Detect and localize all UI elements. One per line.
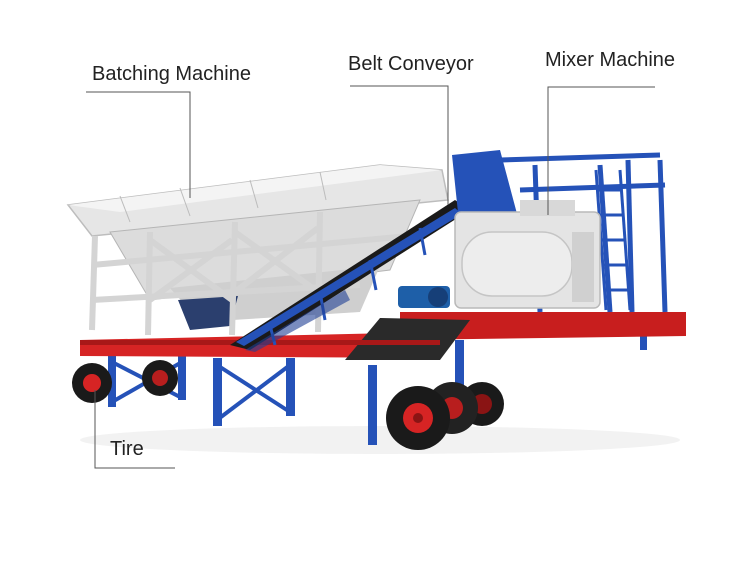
callout-leader-lines	[86, 85, 655, 469]
belt-conveyor	[230, 200, 470, 352]
leg-bracing	[111, 360, 292, 422]
tire-label: Tire	[110, 438, 144, 460]
mixer-machine	[454, 200, 601, 309]
mixer-machine-label: Mixer Machine	[545, 49, 676, 71]
batching-machine	[66, 164, 449, 336]
mixer-motor	[398, 286, 450, 308]
ladder	[594, 169, 632, 311]
rear-tires	[72, 360, 178, 403]
belt-leader	[350, 85, 449, 205]
tire-leader	[94, 390, 175, 469]
belt-conveyor-label: Belt Conveyor	[348, 53, 474, 75]
chassis	[80, 312, 686, 360]
batching-machine-label: Batching Machine	[92, 63, 251, 85]
batching-leader	[86, 91, 191, 198]
mixer-leader	[547, 86, 655, 215]
front-tires	[386, 382, 504, 450]
support-legs	[108, 330, 647, 445]
ground-shadow	[80, 426, 680, 454]
